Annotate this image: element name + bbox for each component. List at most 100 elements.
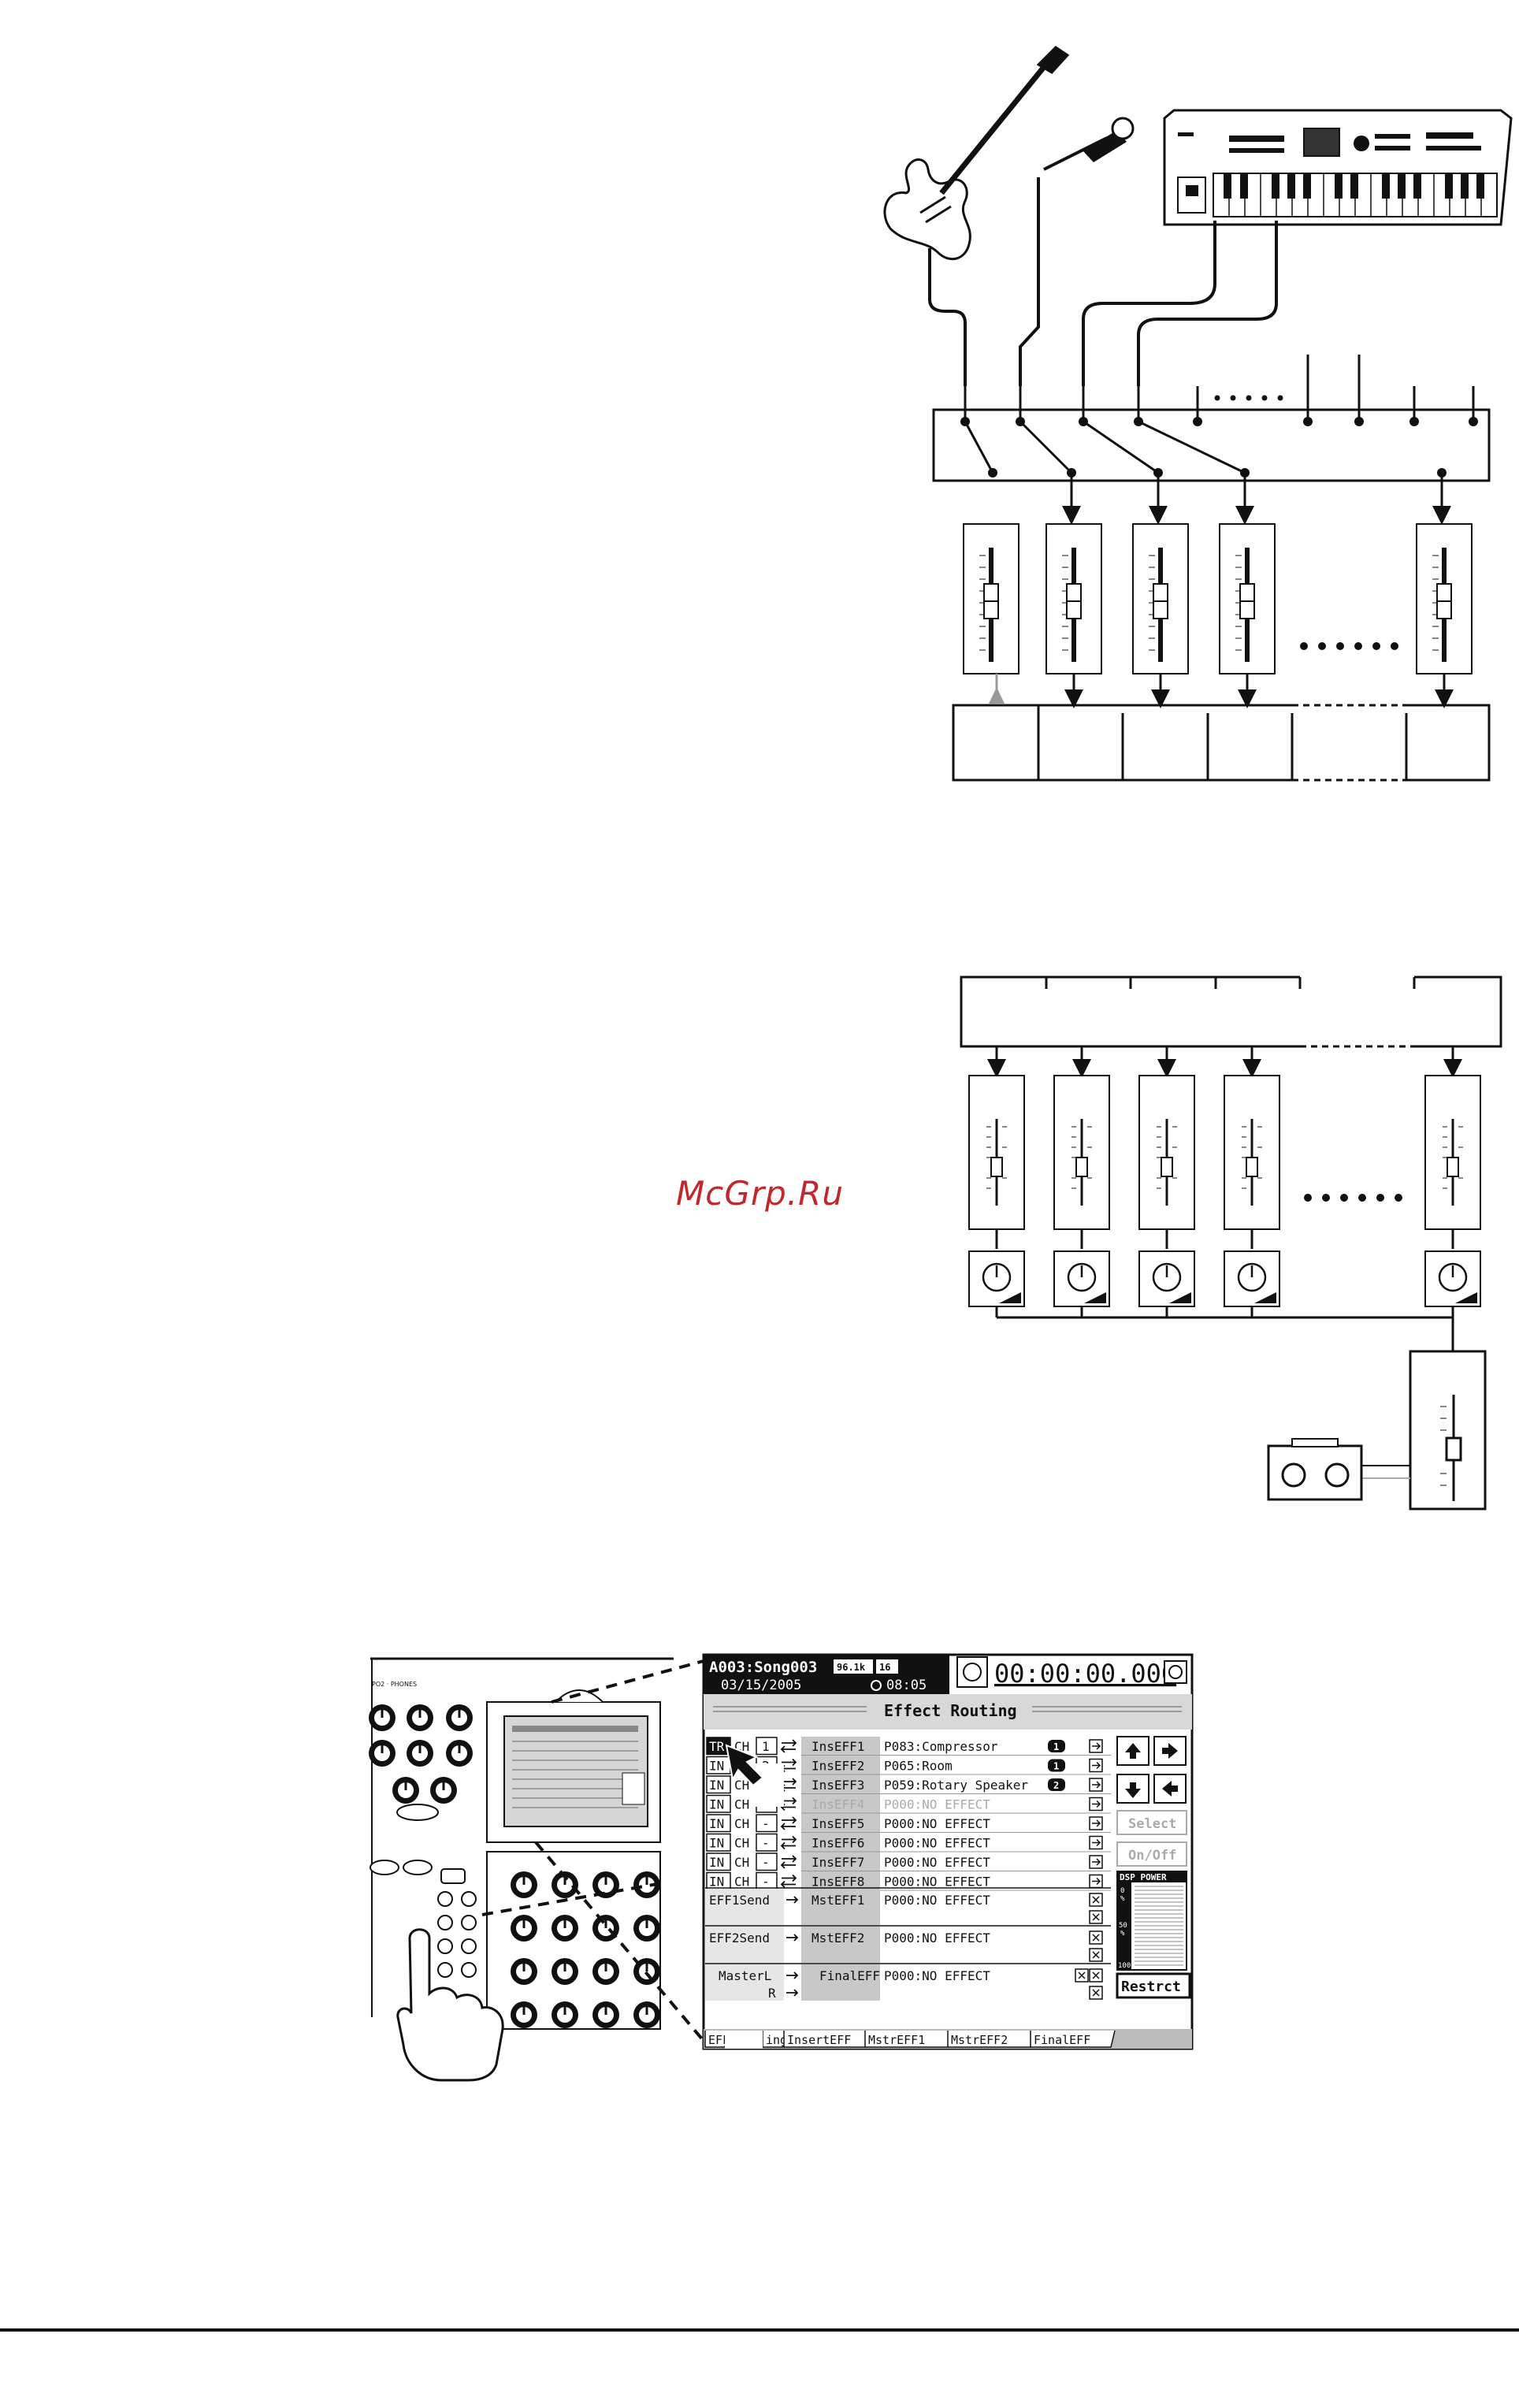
arrow-down-icon	[1125, 1782, 1141, 1798]
effect-routing-screen: A003:Song003 96.1k 16 03/15/2005 08:05 0…	[702, 1653, 1194, 2050]
source-toggle[interactable]	[706, 1814, 731, 1833]
channel-number: -	[762, 1855, 770, 1870]
cursor-arrow-icon	[725, 1744, 784, 1807]
arrow-right-icon	[786, 1989, 799, 1997]
effect-patch-name[interactable]: P000:NO EFFECT	[884, 1836, 990, 1851]
insert-effect-label: InsEFF6	[811, 1836, 864, 1851]
master-bus	[995, 1306, 1487, 1511]
arrow-right-icon	[1162, 1743, 1178, 1759]
arrow-up-icon	[1125, 1743, 1141, 1759]
select-button[interactable]: Select	[1116, 1810, 1187, 1835]
tab-finaleff[interactable]: FinalEFF	[1030, 2030, 1116, 2048]
time-counter: 00:00:00.000	[994, 1659, 1176, 1689]
channel-number-field[interactable]	[756, 1833, 778, 1852]
master-effect-label: MstEFF2	[811, 1930, 864, 1945]
locate-button[interactable]	[956, 1656, 988, 1688]
song-date: 03/15/2005	[721, 1678, 801, 1693]
source-label: TR	[709, 1739, 725, 1754]
master-effect-label: MstEFF1	[811, 1893, 864, 1908]
restrct-button[interactable]: Restrct	[1116, 1972, 1191, 1999]
channel-number: -	[762, 1875, 770, 1890]
pan-knob-icon	[1223, 1250, 1281, 1308]
insert-effect-label: InsEFF3	[811, 1778, 864, 1793]
channel-label: CH	[734, 1836, 749, 1851]
channel-label: CH	[734, 1778, 749, 1793]
source-label: IN	[709, 1778, 724, 1793]
cassette-recorder-icon	[1267, 1438, 1363, 1501]
channel-number-field[interactable]	[756, 1852, 778, 1871]
source-toggle[interactable]	[706, 1737, 731, 1756]
effect-patch-name[interactable]: P065:Room	[884, 1759, 953, 1774]
source-toggle[interactable]	[706, 1775, 731, 1794]
tab-mstreff1[interactable]: MstrEFF1	[864, 2030, 953, 2048]
arrow-left-icon	[1162, 1781, 1178, 1797]
effect-patch-name[interactable]: P000:NO EFFECT	[884, 1855, 990, 1870]
effect-patch-name[interactable]: P000:NO EFFECT	[884, 1893, 990, 1908]
pan-knob-icon	[1138, 1250, 1196, 1308]
insert-effect-label: InsEFF1	[811, 1739, 864, 1754]
pan-knob-icon	[1053, 1250, 1111, 1308]
pan-knobs	[967, 1250, 1482, 1308]
source-toggle[interactable]	[706, 1833, 731, 1852]
channel-fader-n	[1417, 524, 1472, 674]
send-label: EFF1Send	[709, 1893, 770, 1908]
pan-knob-icon	[967, 1250, 1026, 1308]
svg-text:On/Off: On/Off	[1128, 1848, 1176, 1864]
track-block	[952, 674, 1491, 782]
master-effect-label: FinalEFF	[819, 1968, 880, 1983]
insert-effect-rows: TRCH1InsEFF1P083:Compressor1INCH2InsEFF2…	[706, 1737, 1111, 1891]
bit-depth-badge: 16	[879, 1662, 890, 1673]
cables	[928, 177, 1278, 386]
source-label: IN	[709, 1797, 724, 1812]
source-label: IN	[709, 1816, 724, 1831]
send-row[interactable]: EFF1Send MstEFF1 P000:NO EFFECT	[705, 1887, 1111, 1925]
cursor-up-button[interactable]	[1116, 1736, 1149, 1766]
svg-text:MstrEFF2: MstrEFF2	[951, 2033, 1008, 2047]
arrow-right-icon	[786, 1971, 799, 1979]
channel-number-field[interactable]	[756, 1814, 778, 1833]
tab-mstreff2[interactable]: MstrEFF2	[947, 2030, 1035, 2048]
effect-number-badge	[1048, 1740, 1065, 1752]
svg-text:50: 50	[1119, 1922, 1127, 1930]
song-title: A003:Song003	[709, 1659, 817, 1676]
tab-eff[interactable]: EFF	[704, 2030, 730, 2048]
effect-patch-name[interactable]: P000:NO EFFECT	[884, 1930, 990, 1945]
microphone-icon	[1043, 117, 1135, 171]
svg-text:0: 0	[1120, 1887, 1124, 1895]
svg-text:MstrEFF1: MstrEFF1	[868, 2033, 925, 2047]
channel-number-field[interactable]	[756, 1737, 778, 1756]
source-toggle[interactable]	[706, 1794, 731, 1813]
effect-number-badge	[1048, 1759, 1065, 1772]
channel-fader-4	[1220, 524, 1275, 674]
effect-patch-name[interactable]: P000:NO EFFECT	[884, 1797, 990, 1812]
cursor-right-button[interactable]	[1153, 1736, 1187, 1766]
insert-effect-label: InsEFF7	[811, 1855, 864, 1870]
effect-patch-name[interactable]: P083:Compressor	[884, 1739, 998, 1754]
svg-text:PO2 · PHONES: PO2 · PHONES	[372, 1681, 417, 1688]
svg-text:InsertEFF: InsertEFF	[787, 2033, 851, 2047]
mixdown-diagram	[960, 975, 1502, 1078]
effect-patch-name[interactable]: P000:NO EFFECT	[884, 1968, 990, 1983]
effect-patch-name[interactable]: P059:Rotary Speaker	[884, 1778, 1028, 1793]
counter-mode-button[interactable]	[1164, 1660, 1187, 1684]
source-toggle[interactable]	[706, 1852, 731, 1871]
swap-icon	[780, 1874, 797, 1889]
swap-icon	[780, 1739, 797, 1753]
effect-patch-name[interactable]: P000:NO EFFECT	[884, 1816, 990, 1831]
hand-pointer-icon	[396, 1928, 504, 2082]
svg-text:%: %	[1120, 1895, 1125, 1903]
arrow-right-icon	[786, 1934, 799, 1942]
swap-icon	[780, 1778, 797, 1792]
tab-inserteff[interactable]: InsertEFF	[783, 2030, 870, 2048]
onoff-button[interactable]: On/Off	[1116, 1841, 1187, 1867]
swap-icon	[780, 1797, 797, 1812]
channel-fader-3	[1133, 524, 1188, 674]
effect-patch-name[interactable]: P000:NO EFFECT	[884, 1875, 990, 1890]
send-label: MasterL	[719, 1968, 771, 1983]
